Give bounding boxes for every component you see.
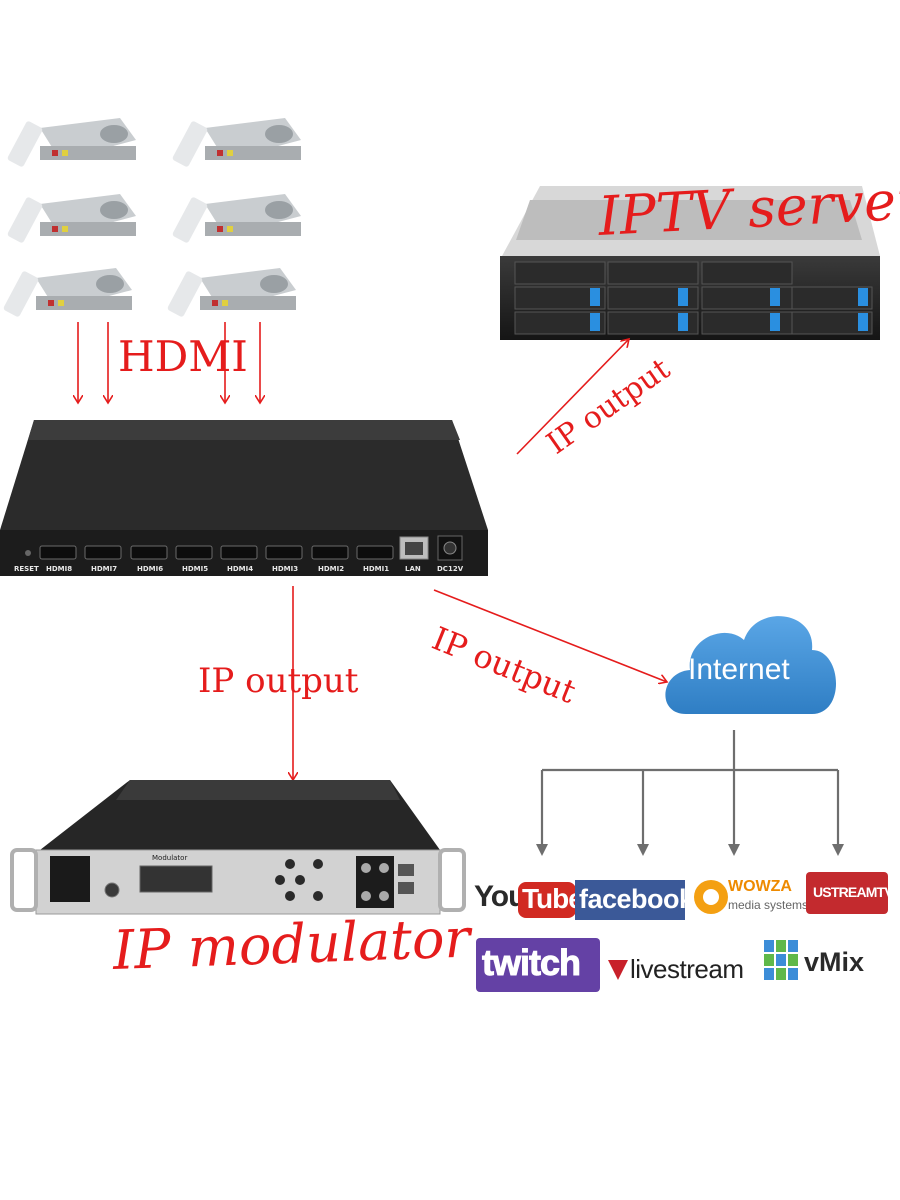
youtube-logo-tube: Tube bbox=[522, 883, 584, 914]
facebook-logo-text: facebook bbox=[579, 884, 694, 914]
youtube-logo-badge: Tube bbox=[518, 882, 584, 918]
receiver-box-1 bbox=[7, 118, 136, 167]
distribution-tree bbox=[536, 730, 844, 856]
ustream-logo: USTREAMTV bbox=[806, 872, 894, 914]
receiver-box-5 bbox=[3, 268, 132, 317]
modulator-front-label: Modulator bbox=[152, 854, 188, 862]
twitch-logo-text: twitch bbox=[482, 942, 582, 983]
receiver-box-3 bbox=[7, 194, 136, 243]
arrow-to-server bbox=[516, 339, 629, 455]
wowza-logo-text: WOWZA bbox=[728, 878, 792, 895]
ip-output-modulator-label: IP output bbox=[198, 661, 359, 701]
wowza-logo: WOWZA media systems bbox=[694, 876, 808, 920]
internet-cloud bbox=[665, 616, 837, 714]
port-label-dc12v: DC12V bbox=[437, 565, 464, 573]
hdmi-label: HDMI bbox=[118, 332, 248, 381]
iptv-server bbox=[500, 186, 880, 340]
ip-modulator bbox=[10, 780, 466, 915]
receiver-box-6 bbox=[167, 268, 296, 317]
port-label-hdmi8: HDMI8 bbox=[46, 565, 73, 573]
ip-modulator-label: IP modulator bbox=[111, 906, 472, 982]
port-label-reset: RESET bbox=[14, 565, 39, 573]
vmix-logo-text: vMix bbox=[804, 947, 865, 977]
youtube-logo-you: You bbox=[474, 880, 526, 913]
livestream-logo-text: livestream bbox=[630, 954, 744, 984]
port-label-lan: LAN bbox=[405, 565, 421, 573]
port-label-hdmi1: HDMI1 bbox=[363, 565, 390, 573]
ustream-logo-text: USTREAMTV bbox=[813, 884, 894, 900]
port-label-hdmi4: HDMI4 bbox=[227, 565, 254, 573]
vmix-grid-icon bbox=[764, 940, 800, 984]
receiver-box-4 bbox=[172, 194, 301, 243]
wowza-logo-subtext: media systems bbox=[728, 898, 809, 912]
iptv-server-label: IPTV server bbox=[596, 168, 900, 248]
port-label-hdmi5: HDMI5 bbox=[182, 565, 209, 573]
port-label-hdmi6: HDMI6 bbox=[137, 565, 164, 573]
port-label-hdmi3: HDMI3 bbox=[272, 565, 299, 573]
internet-label: Internet bbox=[688, 653, 790, 686]
port-label-hdmi2: HDMI2 bbox=[318, 565, 345, 573]
twitch-logo: twitch bbox=[476, 938, 600, 992]
port-label-hdmi7: HDMI7 bbox=[91, 565, 118, 573]
receiver-box-2 bbox=[172, 118, 301, 167]
livestream-mark-icon bbox=[608, 960, 628, 980]
wowza-mark-icon bbox=[694, 880, 728, 914]
hdmi-encoder bbox=[0, 420, 488, 576]
facebook-logo: facebook bbox=[575, 880, 694, 920]
arrow-to-internet bbox=[433, 589, 667, 682]
